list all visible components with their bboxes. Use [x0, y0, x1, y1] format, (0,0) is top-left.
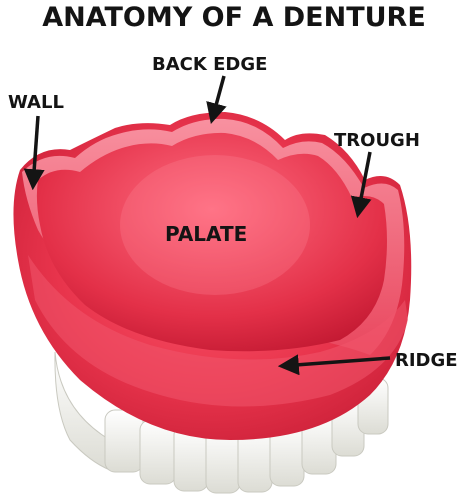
label-trough: TROUGH [334, 130, 420, 151]
palate-surface [36, 132, 387, 352]
diagram-title: ANATOMY OF A DENTURE [42, 2, 426, 33]
label-back-edge: BACK EDGE [152, 54, 268, 75]
ridge-band [28, 255, 408, 407]
wall-arrow [23, 115, 45, 191]
label-wall: WALL [8, 92, 64, 113]
label-ridge: RIDGE [395, 350, 458, 371]
label-palate: PALATE [165, 222, 248, 246]
ridge-arrow [277, 354, 391, 376]
palate-highlight [120, 155, 310, 295]
back-edge-arrow [206, 75, 227, 125]
trough-arrow [350, 151, 372, 219]
